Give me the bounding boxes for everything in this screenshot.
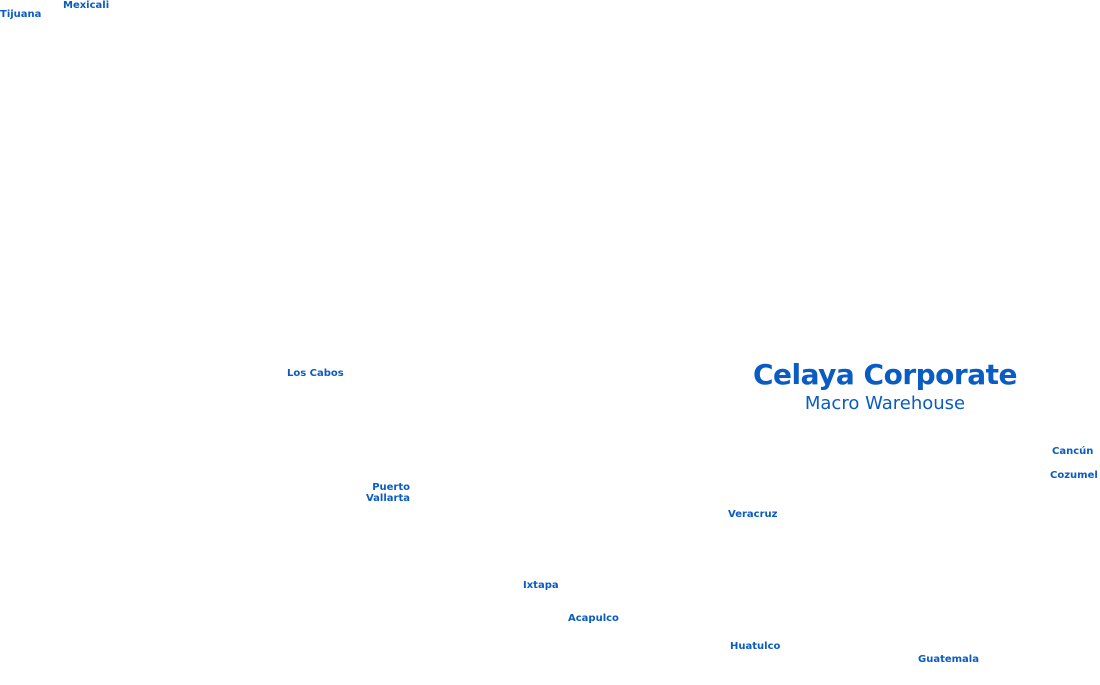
city-label-puerto-vallarta[interactable]: Puerto Vallarta <box>360 482 410 504</box>
city-label-veracruz[interactable]: Veracruz <box>728 509 778 520</box>
city-label-guatemala[interactable]: Guatemala <box>918 654 979 665</box>
city-label-mexicali[interactable]: Mexicali <box>63 0 110 11</box>
city-label-puerto-vallarta-line-1: Puerto <box>372 482 410 493</box>
city-label-tijuana[interactable]: Tijuana <box>0 9 42 20</box>
city-label-cancun[interactable]: Cancún <box>1052 446 1094 457</box>
city-label-ixtapa[interactable]: Ixtapa <box>523 580 559 591</box>
city-label-cozumel[interactable]: Cozumel <box>1050 470 1098 481</box>
city-label-puerto-vallarta-line-2: Vallarta <box>365 493 410 504</box>
city-label-acapulco[interactable]: Acapulco <box>568 613 619 624</box>
city-label-los-cabos[interactable]: Los Cabos <box>287 368 344 379</box>
map-title: Celaya Corporate <box>752 358 1018 391</box>
map-subtitle: Macro Warehouse <box>804 393 966 414</box>
city-label-huatulco[interactable]: Huatulco <box>730 641 781 652</box>
warehouse-title-block: Celaya Corporate Macro Warehouse <box>720 358 1050 416</box>
